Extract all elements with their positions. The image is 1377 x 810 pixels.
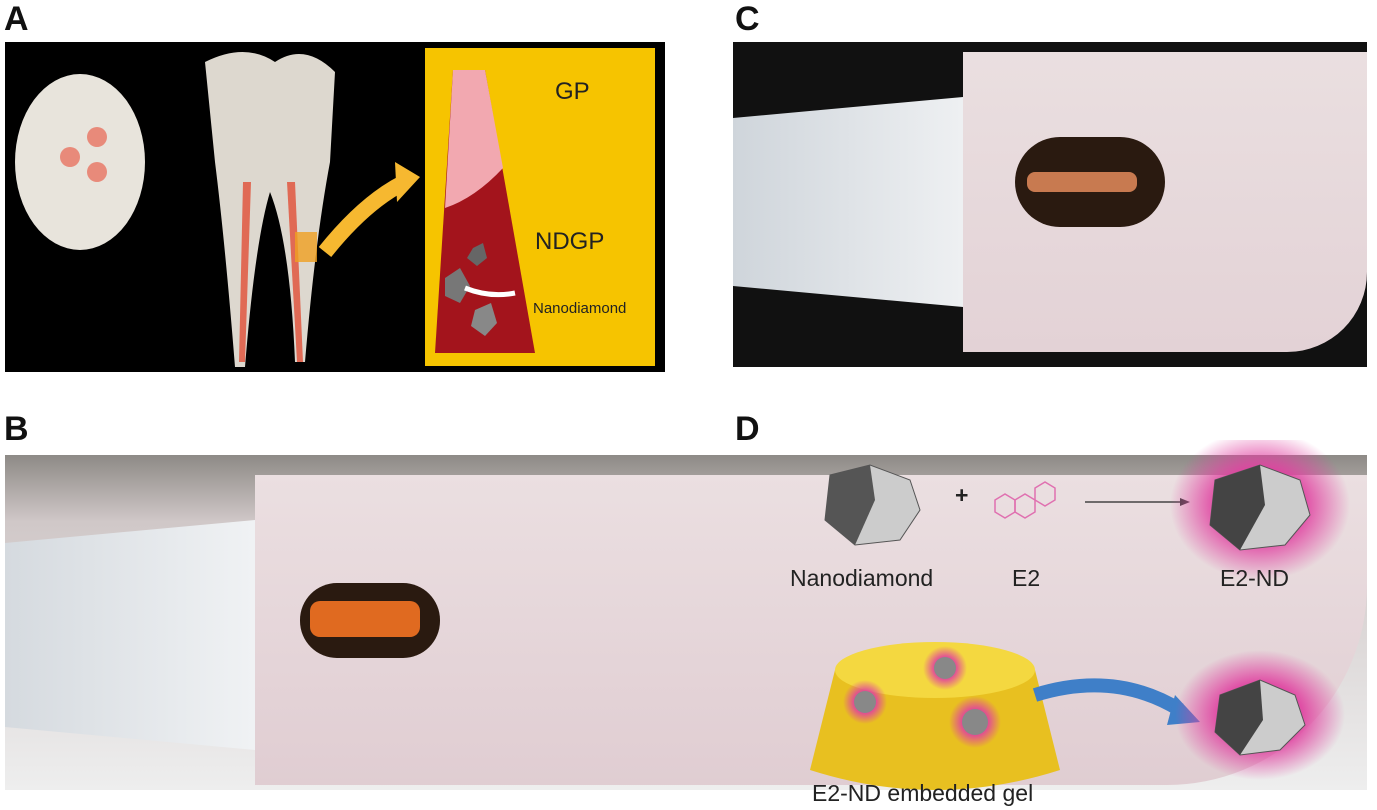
inset-yellow-box: GP NDGP Nanodiamond <box>425 48 655 366</box>
nanodiamond-icon <box>824 464 921 546</box>
nanodiamond-label: Nanodiamond <box>533 300 627 317</box>
e2-caption: E2 <box>1012 565 1041 591</box>
window-slot <box>300 583 440 658</box>
gel-caption: E2-ND embedded gel <box>812 780 1034 806</box>
panel-c-photo <box>733 42 1367 367</box>
panel-label-d: D <box>735 410 760 448</box>
panel-label-a: A <box>4 0 29 38</box>
panel-d-schematic <box>810 440 1350 790</box>
gel-cylinder-icon <box>810 642 1060 790</box>
e2-nd-caption: E2-ND <box>1220 565 1290 591</box>
e2-molecule-icon <box>994 481 1056 519</box>
panel-label-b: B <box>4 410 29 448</box>
plus-sign: + <box>955 482 969 508</box>
panel-label-c: C <box>735 0 760 38</box>
window-slot <box>1015 137 1165 227</box>
gp-label: GP <box>555 78 590 105</box>
panel-a-image: GP NDGP Nanodiamond <box>5 42 665 372</box>
release-arrow <box>1032 678 1184 716</box>
tooth-illustration <box>15 52 420 367</box>
ndgp-label: NDGP <box>535 228 605 255</box>
gutta-percha-cone <box>435 70 535 353</box>
nanodiamond-caption: Nanodiamond <box>790 565 934 591</box>
